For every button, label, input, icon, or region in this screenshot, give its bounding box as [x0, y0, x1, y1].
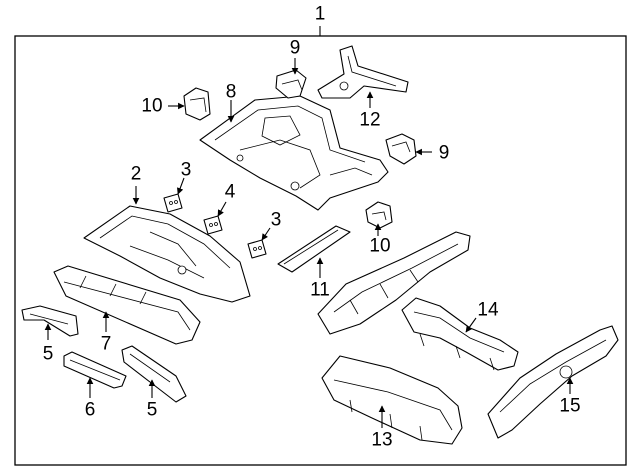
leader-14: [465, 317, 477, 333]
part-6-support[interactable]: [63, 351, 127, 389]
part-5-extension-left[interactable]: [21, 305, 79, 337]
callout-5-right[interactable]: 5: [147, 400, 158, 421]
part-3-reinforcement-right[interactable]: [247, 239, 267, 259]
part-14-bracket-assembly[interactable]: [401, 297, 519, 371]
part-15-rear-side-member[interactable]: [487, 325, 619, 439]
part-11-rail[interactable]: [277, 225, 351, 273]
part-10-bracket-lower[interactable]: [365, 201, 393, 229]
callout-3-right[interactable]: 3: [271, 210, 282, 231]
part-5-extension-right[interactable]: [121, 345, 187, 403]
part-8-rear-floor-pan[interactable]: [199, 95, 389, 211]
part-4-reinforcement[interactable]: [203, 215, 223, 235]
part-3-reinforcement-left[interactable]: [163, 193, 183, 213]
leader-3-right: [261, 227, 271, 241]
callout-14[interactable]: 14: [477, 300, 499, 321]
callout-10-upper[interactable]: 10: [141, 96, 162, 117]
leader-4: [217, 201, 227, 217]
callout-9-upper[interactable]: 9: [290, 38, 301, 59]
part-10-bracket-upper[interactable]: [183, 87, 211, 121]
side-member-rail[interactable]: [317, 231, 471, 335]
callout-10-lower[interactable]: 10: [369, 236, 390, 257]
part-12-cross-brace[interactable]: [317, 45, 409, 99]
callout-6[interactable]: 6: [85, 400, 96, 421]
callout-11[interactable]: 11: [310, 280, 330, 301]
leader-3-left: [176, 177, 185, 195]
callout-9-right[interactable]: 9: [439, 143, 450, 164]
callout-4[interactable]: 4: [225, 182, 236, 203]
callout-5-left[interactable]: 5: [43, 344, 54, 365]
callout-12[interactable]: 12: [359, 110, 380, 131]
callout-2[interactable]: 2: [131, 164, 142, 185]
part-13-floor-side-panel[interactable]: [321, 355, 463, 445]
callout-8[interactable]: 8: [226, 82, 237, 103]
callout-15[interactable]: 15: [559, 396, 580, 417]
part-9-bracket-right[interactable]: [385, 133, 417, 165]
part-9-bracket-upper[interactable]: [275, 69, 307, 99]
callout-3-left[interactable]: 3: [181, 160, 192, 181]
part-7-crossmember[interactable]: [53, 265, 201, 345]
callout-7[interactable]: 7: [101, 334, 112, 355]
callout-13[interactable]: 13: [371, 430, 392, 451]
callout-1[interactable]: 1: [315, 4, 326, 25]
part-2-front-floor-pan[interactable]: [83, 205, 251, 303]
